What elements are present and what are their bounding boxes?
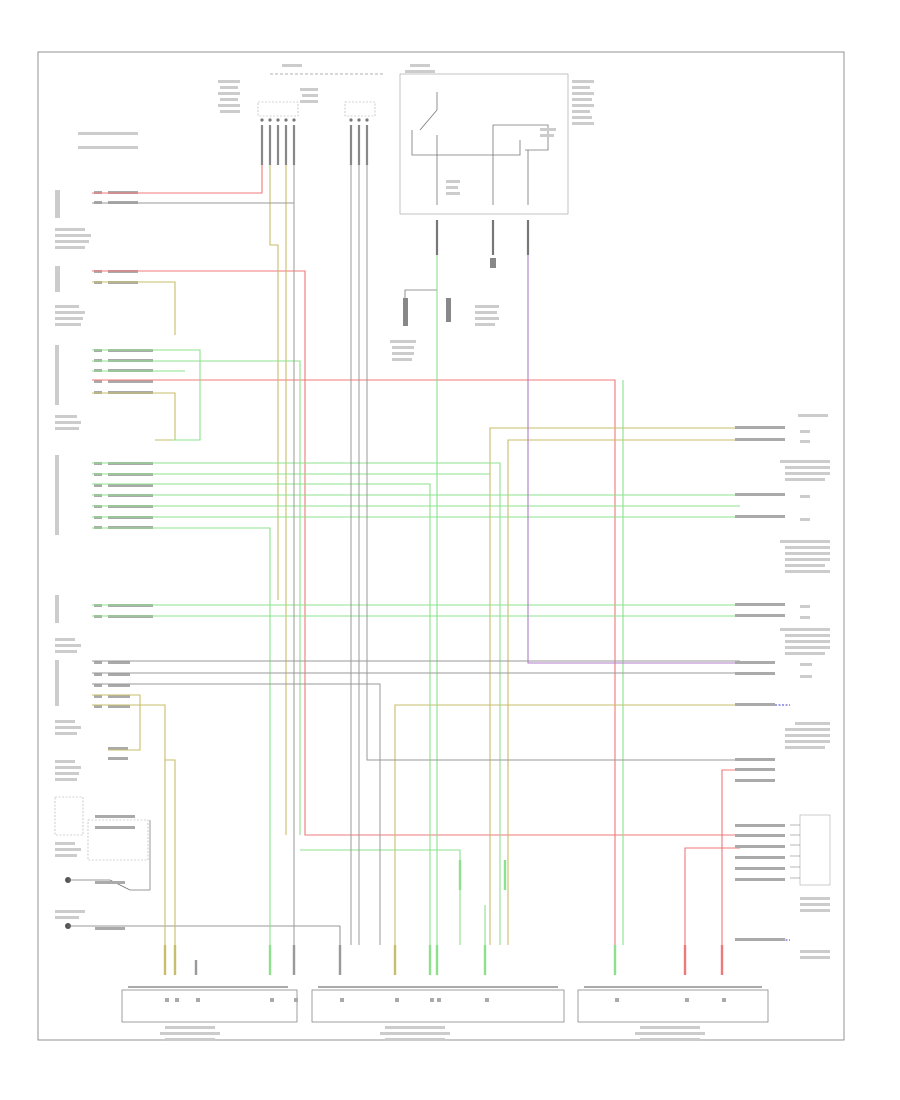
connector-stubs bbox=[163, 860, 724, 975]
left-wire-tags bbox=[94, 191, 153, 930]
ground-symbols-top bbox=[390, 255, 499, 361]
right-sensor-box bbox=[799, 814, 831, 886]
connector-3 bbox=[577, 986, 769, 1041]
gray-wires bbox=[92, 165, 740, 945]
green-wires bbox=[92, 255, 740, 945]
connector-1 bbox=[121, 986, 298, 1041]
ground-symbols-left bbox=[65, 877, 341, 945]
fuse-block-top bbox=[218, 64, 435, 165]
connector-2 bbox=[311, 986, 565, 1041]
tan-wires bbox=[92, 165, 740, 945]
diagram-frame bbox=[37, 51, 845, 1041]
purple-wires bbox=[527, 255, 790, 941]
relay-box bbox=[399, 73, 594, 255]
left-component-labels bbox=[55, 132, 138, 919]
small-sensor-box bbox=[54, 796, 149, 861]
right-components bbox=[735, 414, 831, 959]
red-wires bbox=[92, 165, 740, 945]
